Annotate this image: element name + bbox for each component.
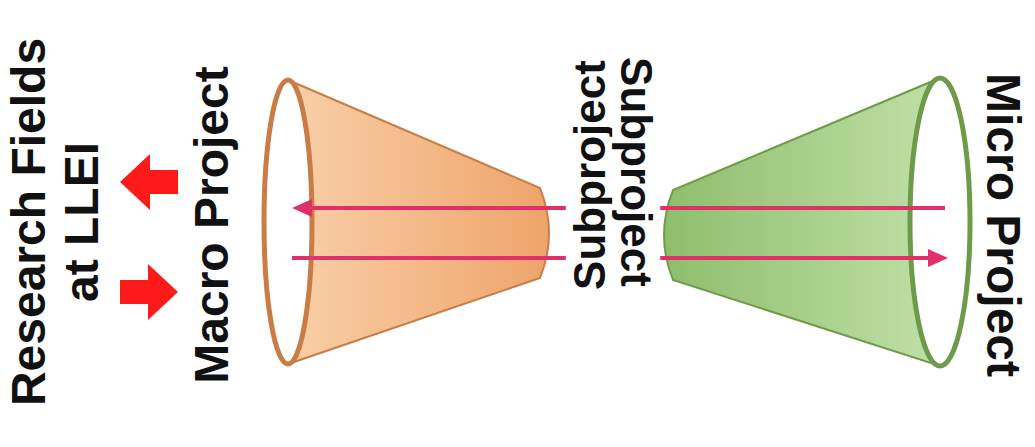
project-label: Macro Project	[186, 66, 239, 383]
arrow-head	[292, 199, 312, 217]
field-label: Research Fields at LLEI	[3, 22, 109, 422]
arrow-head	[928, 249, 948, 267]
micro-cone-rim	[910, 78, 970, 366]
block-arrow	[120, 154, 178, 210]
macro-cone-body	[288, 80, 549, 364]
micro-cone-body	[664, 78, 940, 366]
macro-cone-rim	[264, 80, 312, 364]
subproject-label: Subproject	[566, 56, 614, 294]
subproject-label: Subproject	[612, 53, 660, 291]
project-label: Micro Project	[977, 73, 1030, 377]
block-arrow	[120, 264, 178, 320]
